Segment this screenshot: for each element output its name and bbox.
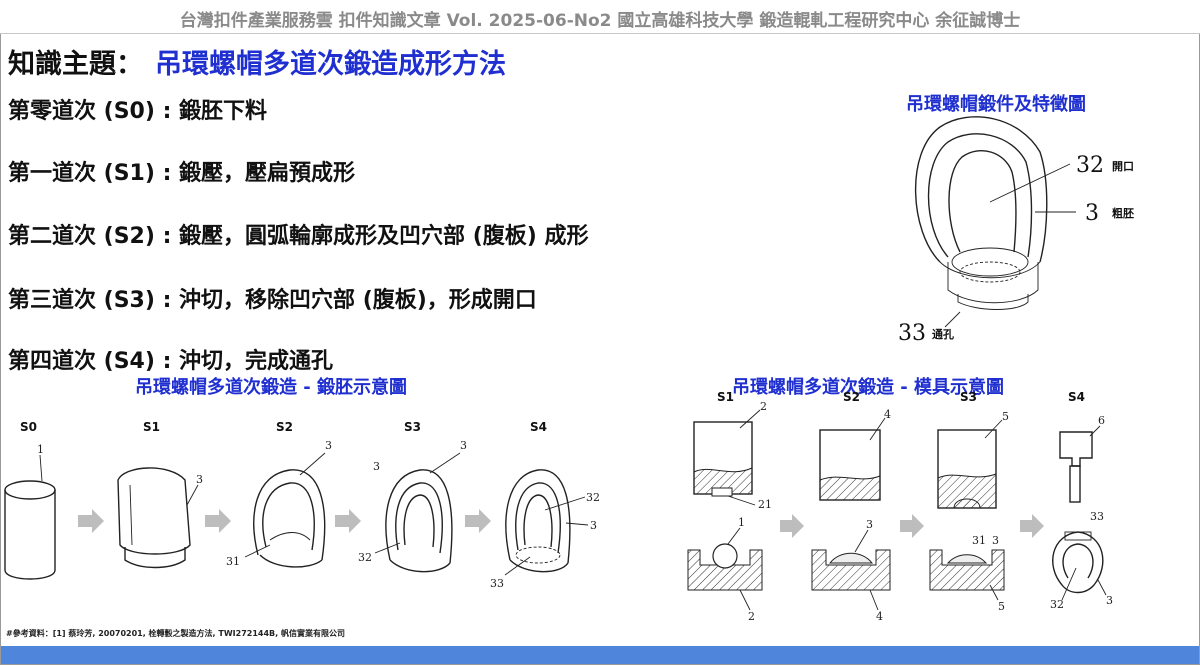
title-topic: 吊環螺帽多道次鍛造成形方法: [155, 49, 506, 80]
s4-num-32: 32: [586, 491, 600, 504]
callout-32-label: 開口: [1112, 160, 1134, 173]
header-text: 台灣扣件產業服務雲 扣件知識文章 Vol. 2025-06-No2 國立高雄科技…: [179, 11, 1021, 31]
eye-nut-feature-drawing: 32 開口 3 粗胚 33 通孔: [898, 116, 1134, 346]
s3-opening: 3 3 32: [358, 439, 467, 573]
s3-num-3-left: 3: [373, 460, 380, 473]
die-s4-num-3: 3: [1106, 594, 1113, 607]
blank-stage-s2: S2: [276, 420, 293, 434]
step-s2: 第二道次 (S2) : 鍛壓，圓弧輪廓成形及凹穴部 (腹板) 成形: [8, 224, 589, 249]
page-title: 知識主題： 吊環螺帽多道次鍛造成形方法: [8, 42, 506, 81]
die-s3-num-5-top: 5: [1002, 410, 1009, 423]
s4-num-3: 3: [590, 519, 597, 532]
die-s1-num-2-top: 2: [760, 400, 767, 413]
die-s4-num-32: 32: [1050, 598, 1064, 611]
die-s1-num-21: 21: [758, 498, 772, 511]
die-s1: 2 21 1 2: [687, 400, 772, 623]
s2-num-3: 3: [325, 439, 332, 452]
blank-stage-s0: S0: [20, 420, 37, 434]
die-s4-num-6: 6: [1098, 414, 1105, 427]
die-s2: 4 3 4: [811, 408, 891, 623]
die-sequence-drawing: 2 21 1 2 4 3 4 5 31 3 5: [687, 400, 1113, 623]
die-s3-num-3: 3: [992, 534, 999, 547]
s4-num-33: 33: [490, 577, 504, 590]
step-s1: 第一道次 (S1) : 鍛壓，壓扁預成形: [8, 161, 356, 186]
s4-through-hole: 32 3 33: [490, 469, 600, 590]
die-s3-num-5-bottom: 5: [998, 600, 1005, 613]
callout-33-label: 通孔: [932, 328, 954, 341]
s3-num-3-top: 3: [460, 439, 467, 452]
die-s1-num-2-bottom: 2: [748, 610, 755, 623]
die-s4: 6 33 32 3: [1050, 414, 1113, 611]
die-figure-title: 吊環螺帽多道次鍛造 - 模具示意圖: [732, 377, 1005, 398]
s1-num-3: 3: [196, 473, 203, 486]
footer-bar: [1, 646, 1199, 664]
s0-cylinder: 1: [4, 443, 56, 580]
s0-num-1: 1: [37, 443, 44, 456]
blank-stage-s4: S4: [530, 420, 547, 434]
blank-stage-s1: S1: [143, 420, 160, 434]
s1-preform: 3: [117, 467, 203, 569]
die-s2-num-3: 3: [866, 518, 873, 531]
step-s4: 第四道次 (S4) : 沖切，完成通孔: [8, 349, 334, 374]
die-s4-num-33: 33: [1090, 510, 1104, 523]
die-s3: 5 31 3 5: [929, 410, 1009, 613]
s3-num-32: 32: [358, 551, 372, 564]
callout-33-number: 33: [898, 321, 926, 346]
die-s2-num-4-bottom: 4: [876, 610, 883, 623]
die-stage-s4: S4: [1068, 390, 1085, 404]
feature-figure-title: 吊環螺帽鍛件及特徵圖: [906, 94, 1086, 115]
die-stage-s3: S3: [960, 390, 977, 404]
die-stage-s1: S1: [717, 390, 734, 404]
s2-num-31: 31: [226, 555, 240, 568]
die-s1-num-1: 1: [738, 516, 745, 529]
step-s0: 第零道次 (S0) : 鍛胚下料: [8, 99, 268, 124]
blank-figure-title: 吊環螺帽多道次鍛造 - 鍛胚示意圖: [135, 377, 408, 398]
die-s2-num-4-top: 4: [884, 408, 891, 421]
callout-3-label: 粗胚: [1112, 206, 1134, 220]
die-stage-s2: S2: [843, 390, 860, 404]
s2-contour: 3 31: [226, 439, 332, 568]
callout-32-number: 32: [1076, 153, 1104, 178]
title-label: 知識主題：: [8, 49, 143, 80]
die-s3-num-31: 31: [972, 534, 986, 547]
blank-sequence-drawing: 1 3 3 31 3 3 32: [4, 439, 600, 590]
step-s3: 第三道次 (S3) : 沖切，移除凹穴部 (腹板)，形成開口: [8, 288, 537, 313]
callout-3-number: 3: [1085, 201, 1099, 226]
header-bar: 台灣扣件產業服務雲 扣件知識文章 Vol. 2025-06-No2 國立高雄科技…: [0, 0, 1200, 34]
blank-stage-s3: S3: [404, 420, 421, 434]
reference-note: #參考資料：[1] 蔡玲芳, 20070201, 栓轉轂之製造方法, TWI27…: [6, 629, 345, 638]
